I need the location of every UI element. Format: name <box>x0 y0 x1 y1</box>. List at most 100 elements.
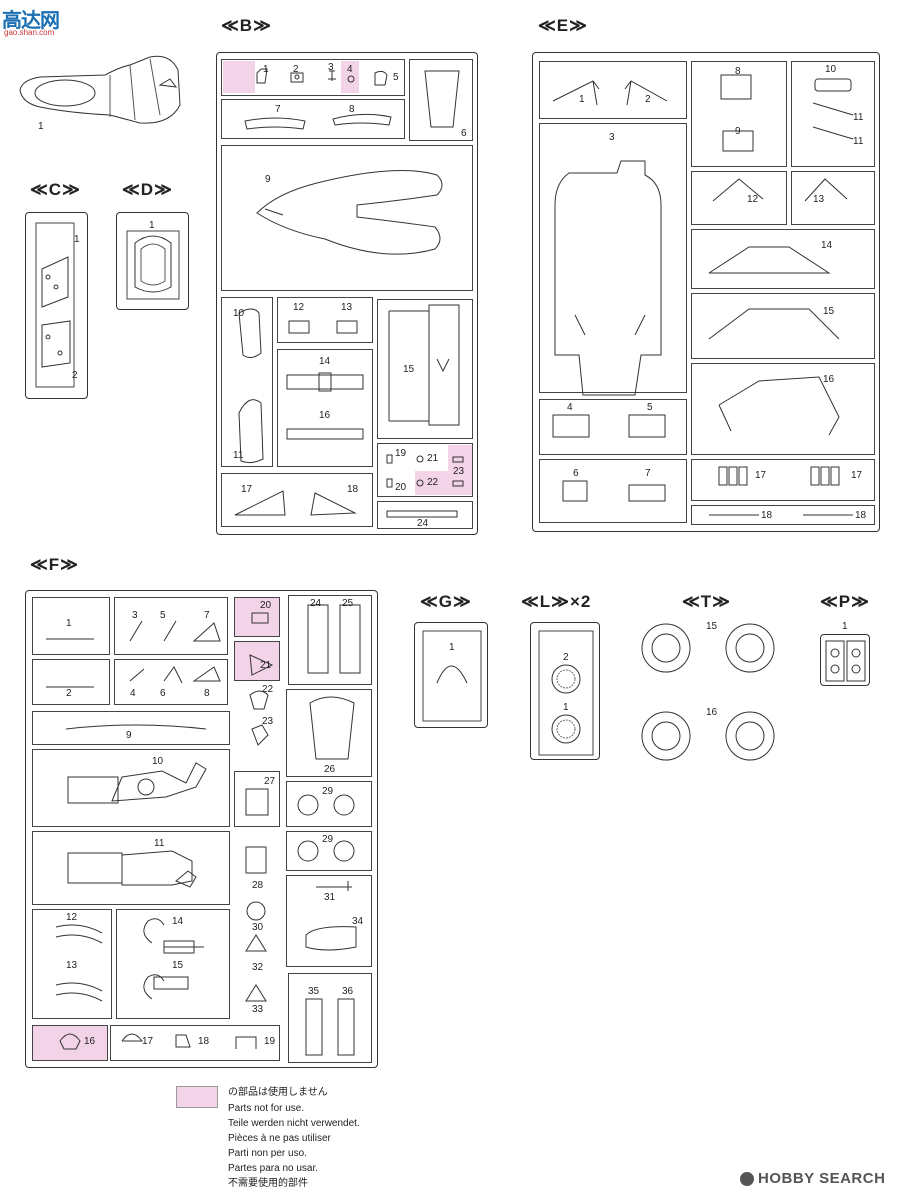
part-box-f31-34 <box>286 875 372 967</box>
part-box-b6 <box>409 59 473 141</box>
section-title-t: ≪T≫ <box>682 592 731 611</box>
part-box-e17 <box>691 459 875 501</box>
part-label: 7 <box>645 468 651 479</box>
part-label: 12 <box>66 912 78 923</box>
part-label: 30 <box>252 922 264 933</box>
part-label: 17 <box>755 470 767 481</box>
part-label: 1 <box>449 642 455 653</box>
part-label: 1 <box>263 64 269 75</box>
part-label: 17 <box>241 484 253 495</box>
sprue-frame-p <box>820 634 870 686</box>
part-label: 11 <box>853 136 864 147</box>
part-box-f26 <box>286 689 372 777</box>
part-drawings-f <box>46 604 361 1056</box>
part-label: 32 <box>252 962 264 973</box>
part-box-f35-36 <box>288 973 372 1063</box>
part-drawings-b <box>234 68 464 518</box>
part-label: 5 <box>160 610 166 621</box>
part-label: 14 <box>319 356 331 367</box>
part-label: 25 <box>342 598 354 609</box>
part-box-e8-9 <box>691 61 787 167</box>
part-box-b1-5 <box>221 59 405 96</box>
part-box-f27 <box>234 771 280 827</box>
part-label: 28 <box>252 880 264 891</box>
part-box-f14-15 <box>116 909 230 1019</box>
part-label: 35 <box>308 986 320 997</box>
part-label: 1 <box>74 234 80 245</box>
part-label: 2 <box>645 94 651 105</box>
part-label: 22 <box>427 477 439 488</box>
part-label: 34 <box>352 916 364 927</box>
part-label: 29 <box>322 834 334 845</box>
part-label: 5 <box>393 72 399 83</box>
part-label: 18 <box>855 510 867 521</box>
section-title-l: ≪L≫×2 <box>521 592 592 611</box>
part-cell-b21-22 <box>415 471 449 495</box>
section-title-e: ≪E≫ <box>538 16 588 35</box>
part-label: 33 <box>252 1004 264 1015</box>
legend-line: Parti non per uso. <box>228 1148 307 1159</box>
part-box-f3-7 <box>114 597 228 655</box>
part-box-f20 <box>234 597 280 637</box>
part-box-f4-8 <box>114 659 228 705</box>
part-label: 20 <box>260 600 272 611</box>
part-box-e18 <box>691 505 875 525</box>
part-label: 16 <box>706 707 718 718</box>
part-label: 1 <box>563 702 569 713</box>
legend-line: Parts not for use. <box>228 1103 305 1114</box>
section-title-p: ≪P≫ <box>820 592 870 611</box>
part-drawings-c <box>35 222 75 388</box>
part-label: 7 <box>204 610 210 621</box>
part-box-e4-5 <box>539 399 687 455</box>
part-label: 11 <box>853 112 864 123</box>
part-label: 18 <box>761 510 773 521</box>
part-box-b7-8 <box>221 99 405 139</box>
part-label: 22 <box>262 684 274 695</box>
site-logo-text: 高达网 <box>2 10 60 32</box>
part-label: 12 <box>293 302 305 313</box>
part-label: 8 <box>735 66 741 77</box>
part-label: 7 <box>275 104 281 115</box>
part-label: 26 <box>324 764 336 775</box>
legend-line: Partes para no usar. <box>228 1163 319 1174</box>
section-title-f: ≪F≫ <box>30 555 79 574</box>
part-label: 19 <box>395 448 407 459</box>
legend-line: 不需要使用的部件 <box>228 1178 308 1189</box>
part-label: 17 <box>851 470 863 481</box>
part-label: 11 <box>154 838 165 849</box>
part-label: 23 <box>453 466 465 477</box>
part-label: 3 <box>132 610 138 621</box>
part-label: 15 <box>172 960 184 971</box>
part-box-f2 <box>32 659 110 705</box>
sprue-frame-l: 2 1 <box>530 622 600 760</box>
part-label: 18 <box>347 484 359 495</box>
part-cell-b1 <box>223 61 255 93</box>
part-box-b14-16 <box>277 349 373 467</box>
part-box-b19-23 <box>377 443 473 497</box>
part-label: 15 <box>403 364 415 375</box>
part-label: 2 <box>563 652 569 663</box>
part-label: 16 <box>319 410 331 421</box>
body-shell-diagram <box>19 55 181 124</box>
site-logo: 高达网 gao.shan.com <box>2 4 82 38</box>
part-box-e6-7 <box>539 459 687 523</box>
hobby-search-text: HOBBY SEARCH <box>758 1170 886 1187</box>
part-label: 4 <box>130 688 136 699</box>
part-label: 24 <box>417 518 429 529</box>
section-title-d: ≪D≫ <box>122 180 173 199</box>
part-label: 15 <box>823 306 835 317</box>
part-label: 4 <box>567 402 573 413</box>
part-label: 17 <box>142 1036 154 1047</box>
sprue-frame-g: 1 <box>414 622 488 728</box>
part-label: 13 <box>813 194 825 205</box>
tire-drawings <box>641 623 775 761</box>
part-label: 13 <box>66 960 78 971</box>
sprue-frame-e: 1 2 3 4 5 6 7 8 9 10 11 11 12 13 14 15 1… <box>532 52 880 532</box>
part-drawings-d <box>126 230 180 300</box>
part-label: 16 <box>823 374 835 385</box>
part-label: 2 <box>293 64 299 75</box>
part-label: 21 <box>427 453 439 464</box>
sprue-frame-c: 1 2 <box>25 212 88 399</box>
part-label: 2 <box>72 370 78 381</box>
part-label: 1 <box>579 94 585 105</box>
